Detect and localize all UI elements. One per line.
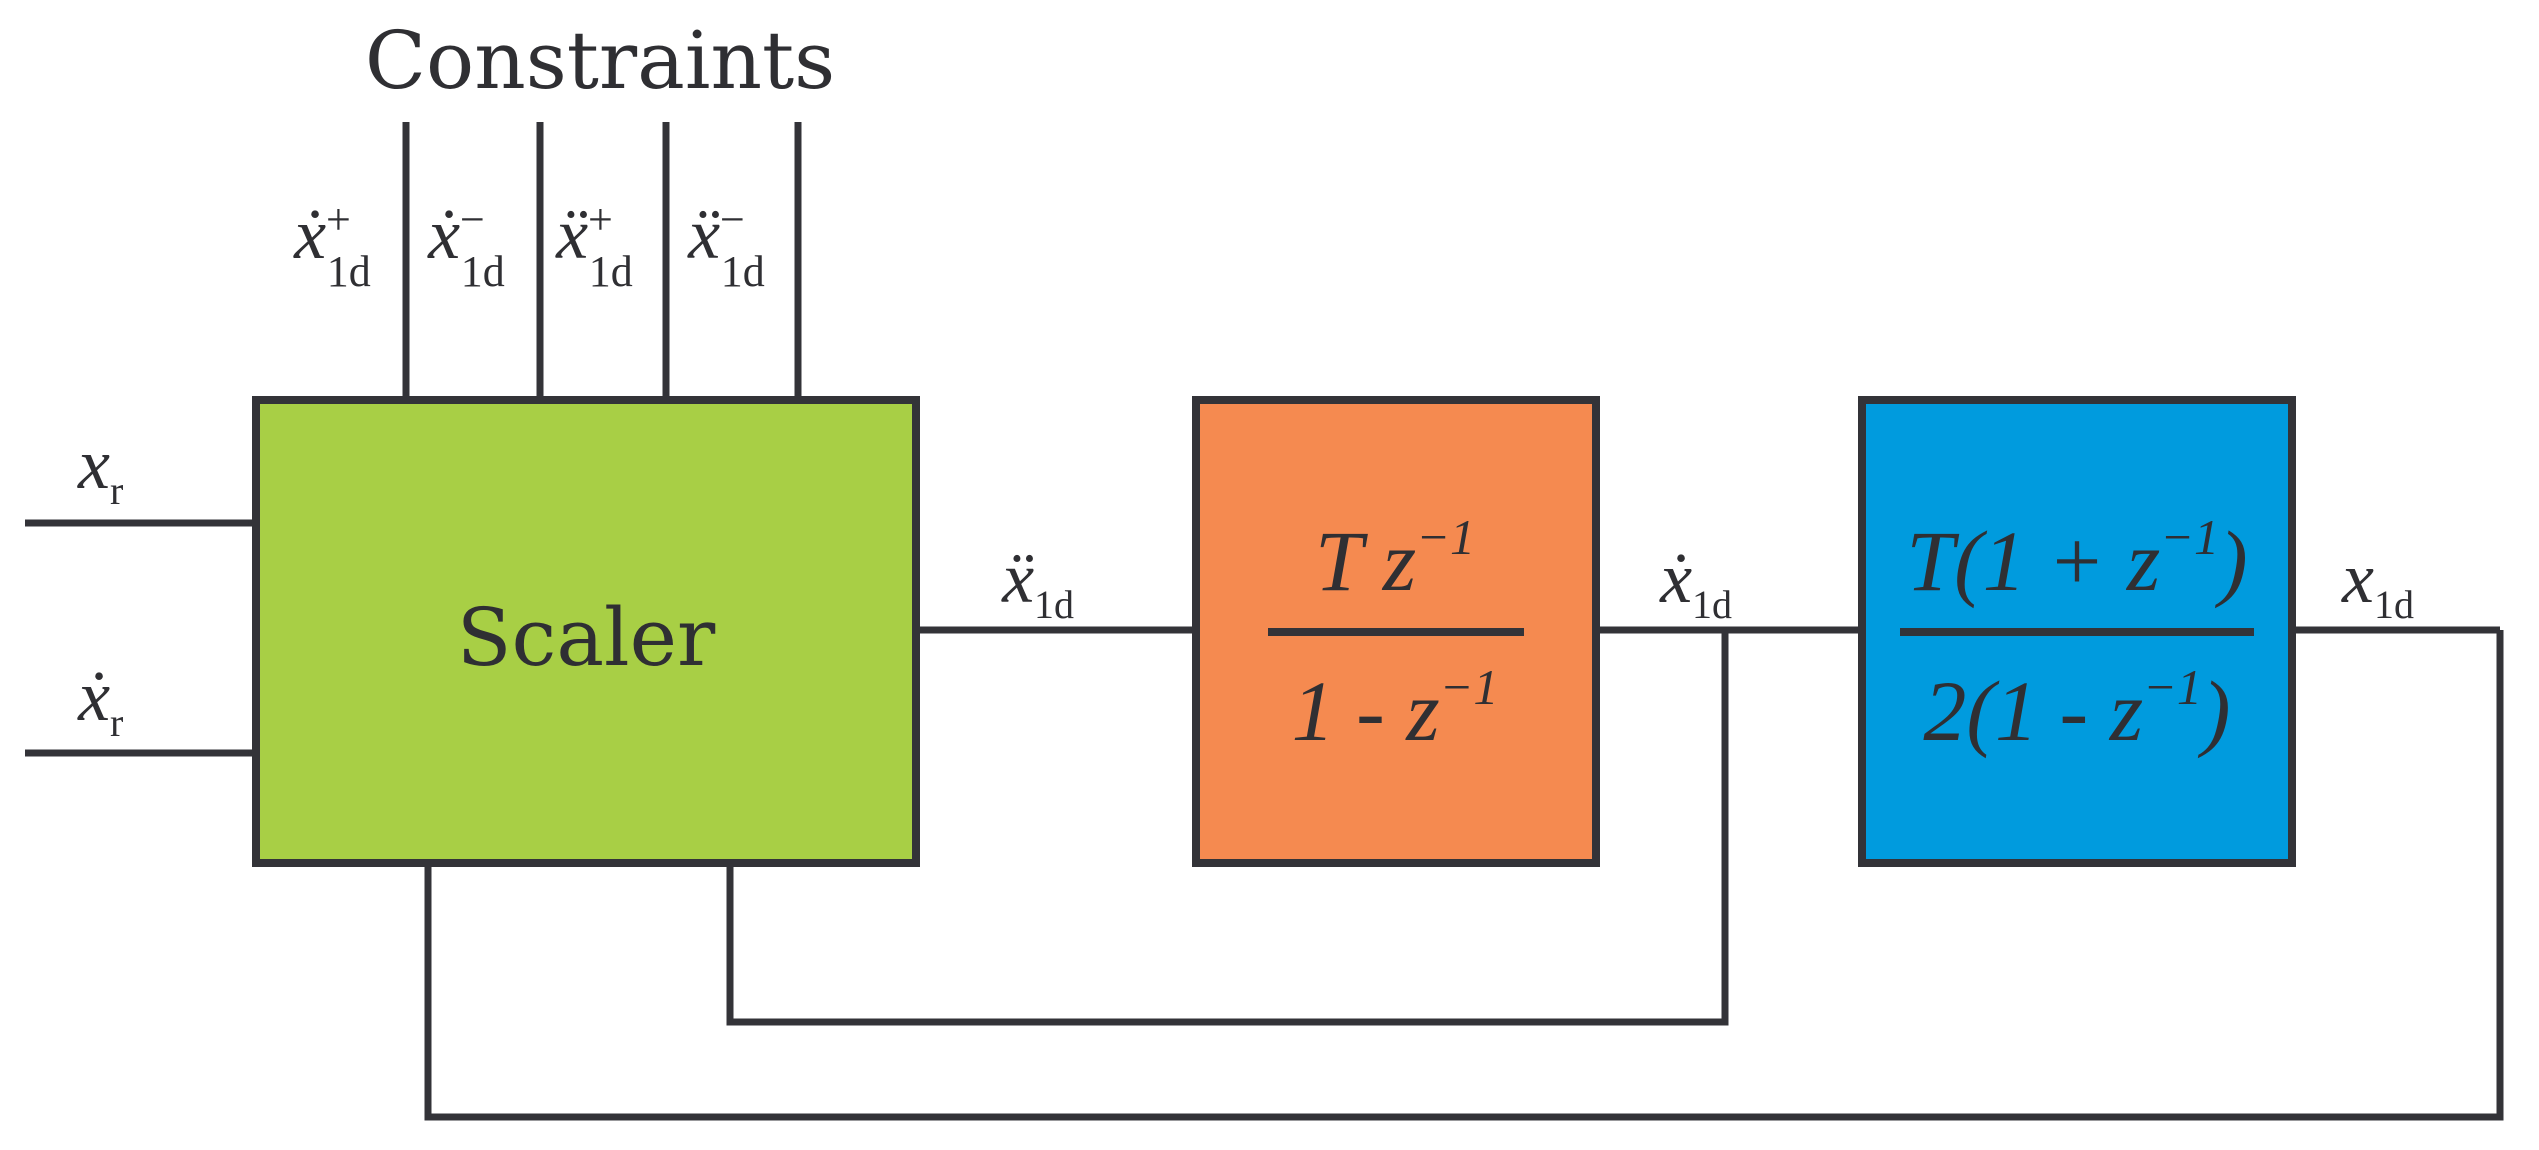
tf2-denominator: 2(1 - z−1) bbox=[1923, 659, 2230, 759]
constraint-label-4: ẍ−1d bbox=[687, 194, 765, 296]
tf1-denominator: 1 - z−1 bbox=[1292, 659, 1499, 759]
velocity-feedback-path bbox=[726, 630, 1729, 1026]
transfer-function-1: T z−1 1 - z−1 bbox=[1268, 509, 1524, 759]
scaler-block bbox=[252, 396, 920, 867]
constraint-label-1: ẋ+1d bbox=[293, 194, 371, 296]
transfer-function-2: T(1 + z−1) 2(1 - z−1) bbox=[1900, 509, 2254, 759]
input-xr-dot-label: ẋr bbox=[77, 656, 123, 745]
constraints-title: Constraints bbox=[365, 14, 835, 107]
acceleration-signal-label: ẍ1d bbox=[1001, 538, 1074, 627]
position-feedback-path bbox=[424, 630, 2504, 1121]
position-signal-label: x1d bbox=[2341, 538, 2414, 627]
constraint-label-2: ẋ−1d bbox=[427, 194, 505, 296]
constraint-label-3: ẍ+1d bbox=[555, 194, 633, 296]
tf2-numerator: T(1 + z−1) bbox=[1906, 509, 2247, 609]
input-xr-label: xr bbox=[77, 424, 123, 513]
tf1-numerator: T z−1 bbox=[1315, 509, 1475, 609]
velocity-signal-label: ẋ1d bbox=[1659, 538, 1732, 627]
scaler-label: Scaler bbox=[457, 591, 716, 684]
